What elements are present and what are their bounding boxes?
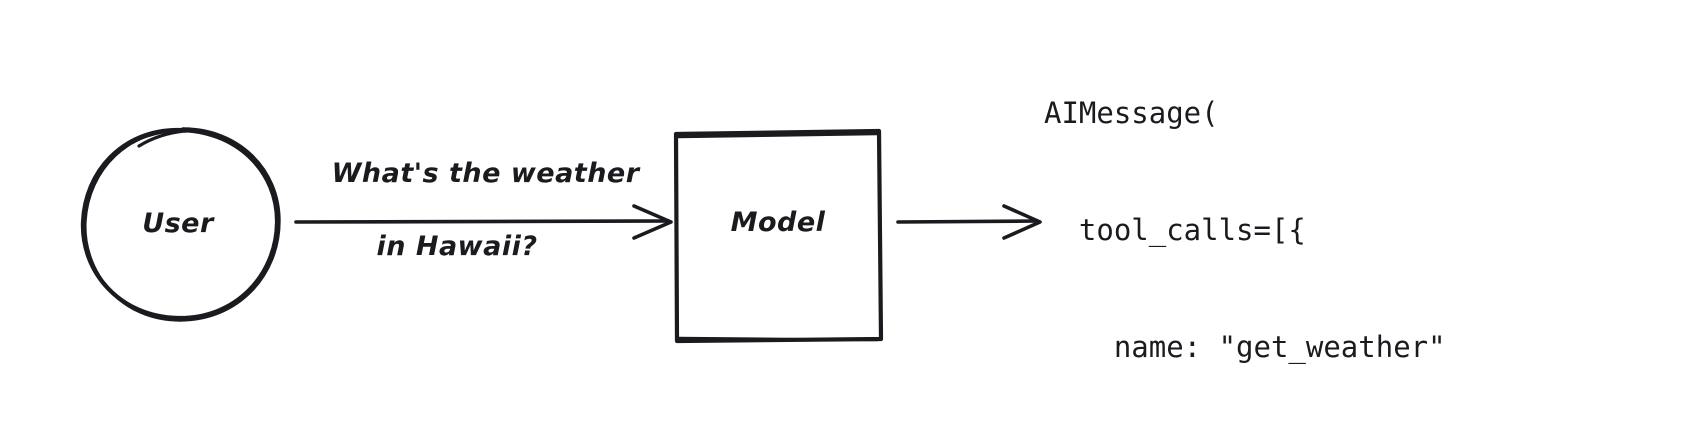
code-line: name: "get_weather" [1044,330,1446,364]
ai-message-code-block: AIMessage( tool_calls=[{ name: "get_weat… [1044,16,1481,432]
edge-label-line-2: in Hawaii? [376,231,538,263]
user-node-circle[interactable] [80,127,281,322]
code-line: tool_calls=[{ [1044,213,1306,247]
edge-label-line-1: What's the weather [331,158,640,190]
arrow-user-to-model [294,204,673,240]
user-node-label: User [142,208,214,239]
code-line: AIMessage( [1044,96,1219,130]
arrow-model-to-output [896,204,1042,240]
model-node-label: Model [730,207,826,238]
model-node-box[interactable] [673,128,884,344]
edge-label-user-to-model: What's the weather in Hawaii? [292,120,639,339]
